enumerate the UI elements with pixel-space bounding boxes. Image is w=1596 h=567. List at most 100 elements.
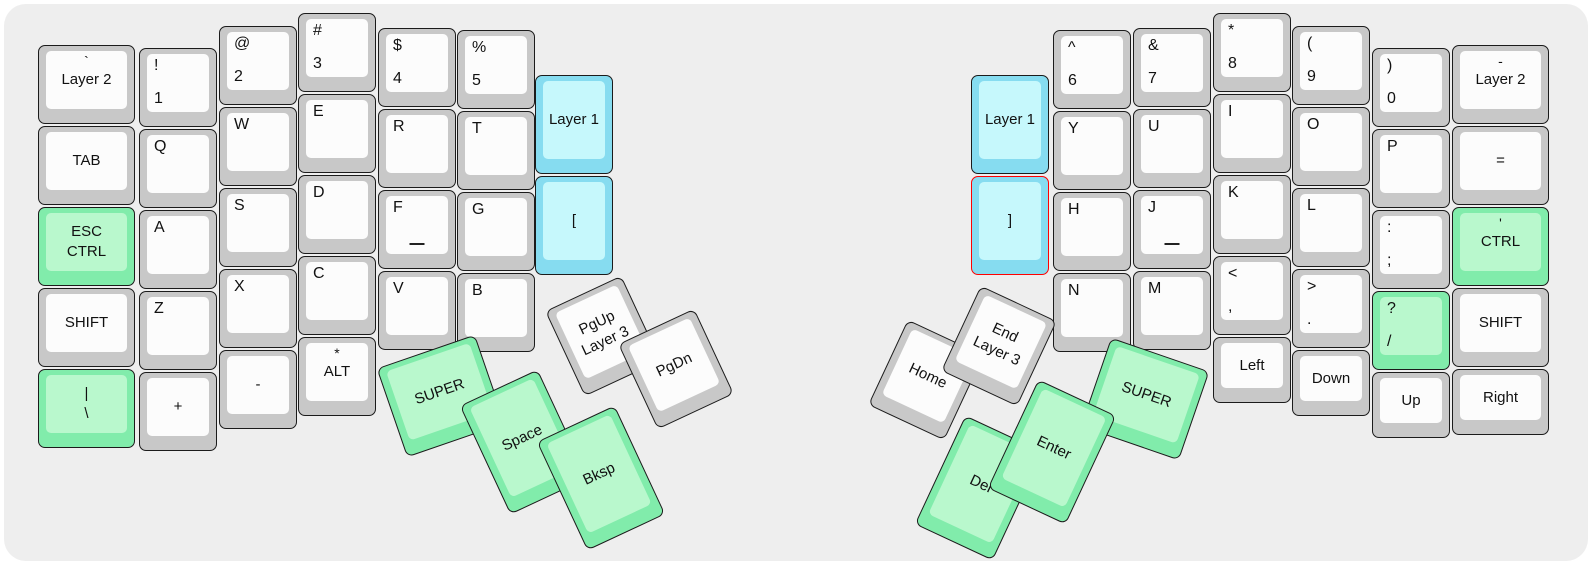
key-cap: P: [1380, 135, 1442, 193]
key-i[interactable]: I: [1213, 94, 1291, 173]
key-cap: Down: [1300, 356, 1362, 401]
key-r[interactable]: R: [378, 109, 456, 188]
key-f[interactable]: F: [378, 190, 456, 269]
key-up-arrow[interactable]: Up: [1372, 372, 1450, 438]
key-equals[interactable]: =: [1452, 126, 1549, 205]
key-shift-left[interactable]: SHIFT: [38, 288, 135, 367]
key-left-arrow[interactable]: Left: [1213, 337, 1291, 403]
key-p[interactable]: P: [1372, 129, 1450, 208]
key-quote-ctrl[interactable]: ' CTRL: [1452, 207, 1549, 286]
key-down-arrow[interactable]: Down: [1292, 350, 1370, 416]
key-o[interactable]: O: [1292, 107, 1370, 186]
key-shift-right[interactable]: SHIFT: [1452, 288, 1549, 367]
key-legend: E: [313, 103, 324, 120]
key-bracket-right[interactable]: ]: [971, 176, 1049, 275]
key-e[interactable]: E: [298, 94, 376, 173]
key-4[interactable]: $4: [378, 28, 456, 107]
key-cap: &7: [1141, 34, 1203, 92]
key-layer2-right[interactable]: -Layer 2: [1452, 45, 1549, 124]
key-legend: Q: [154, 138, 167, 155]
key-cap: O: [1300, 113, 1362, 171]
key-plus[interactable]: +: [139, 372, 217, 451]
key-legend: -: [1498, 53, 1503, 69]
key-k[interactable]: K: [1213, 175, 1291, 254]
key-cap: +: [147, 378, 209, 436]
key-7[interactable]: &7: [1133, 28, 1211, 107]
key-period[interactable]: >.: [1292, 269, 1370, 348]
key-cap: Z: [147, 297, 209, 355]
key-j[interactable]: J: [1133, 190, 1211, 269]
key-legend: 4: [393, 70, 402, 88]
key-1[interactable]: !1: [139, 48, 217, 127]
key-alt[interactable]: *ALT: [298, 337, 376, 416]
key-s[interactable]: S: [219, 188, 297, 267]
key-d[interactable]: D: [298, 175, 376, 254]
key-legend: Space: [499, 420, 545, 455]
key-u[interactable]: U: [1133, 109, 1211, 188]
key-w[interactable]: W: [219, 107, 297, 186]
key-x[interactable]: X: [219, 269, 297, 348]
key-cap: Y: [1061, 117, 1123, 175]
key-legend: Layer 1: [548, 111, 600, 129]
key-n[interactable]: N: [1053, 273, 1131, 352]
key-legend: ): [1387, 57, 1393, 74]
key-cap: >.: [1300, 275, 1362, 333]
key-legend: ]: [1007, 212, 1013, 230]
key-tab[interactable]: TAB: [38, 126, 135, 205]
key-legend: 2: [234, 68, 243, 86]
key-esc-ctrl[interactable]: ESC CTRL: [38, 207, 135, 286]
key-cap: R: [386, 115, 448, 173]
key-legend: SUPER: [1119, 377, 1174, 411]
key-c[interactable]: C: [298, 256, 376, 335]
key-slash[interactable]: ?/: [1372, 291, 1450, 370]
key-semicolon[interactable]: :;: [1372, 210, 1450, 289]
key-legend: ': [1499, 215, 1502, 231]
key-legend: 6: [1068, 72, 1077, 90]
key-legend: I: [1228, 103, 1233, 120]
key-comma[interactable]: <,: [1213, 256, 1291, 335]
key-legend: Up: [1401, 391, 1421, 409]
key-m[interactable]: M: [1133, 271, 1211, 350]
key-right-arrow[interactable]: Right: [1452, 369, 1549, 435]
key-legend: ?: [1387, 300, 1396, 317]
key-l[interactable]: L: [1292, 188, 1370, 267]
key-h[interactable]: H: [1053, 192, 1131, 271]
key-bracket-left[interactable]: [: [535, 176, 613, 275]
key-v[interactable]: V: [378, 271, 456, 350]
key-legend: CTRL: [1480, 233, 1521, 251]
key-2[interactable]: @2: [219, 26, 297, 105]
key-cap: !1: [147, 54, 209, 112]
key-q[interactable]: Q: [139, 129, 217, 208]
key-legend: K: [1228, 184, 1239, 201]
key-8[interactable]: *8: [1213, 13, 1291, 92]
key-cap: D: [306, 181, 368, 239]
key-cap: -: [227, 356, 289, 414]
key-9[interactable]: (9: [1292, 26, 1370, 105]
key-minus[interactable]: -: [219, 350, 297, 429]
key-5[interactable]: %5: [457, 30, 535, 109]
key-3[interactable]: #3: [298, 13, 376, 92]
key-cap: =: [1460, 132, 1541, 190]
key-pipe-backslash[interactable]: | \: [38, 369, 135, 448]
key-cap: <,: [1221, 262, 1283, 320]
key-legend: +: [173, 398, 183, 416]
key-cap: V: [386, 277, 448, 335]
key-cap: N: [1061, 279, 1123, 337]
key-z[interactable]: Z: [139, 291, 217, 370]
key-a[interactable]: A: [139, 210, 217, 289]
key-legend: [: [571, 212, 577, 230]
key-g[interactable]: G: [457, 192, 535, 271]
key-y[interactable]: Y: [1053, 111, 1131, 190]
key-legend: !: [154, 57, 159, 74]
key-legend: 5: [472, 72, 481, 90]
key-0[interactable]: )0: [1372, 48, 1450, 127]
key-layer1-right[interactable]: Layer 1: [971, 75, 1049, 174]
key-t[interactable]: T: [457, 111, 535, 190]
key-legend: H: [1068, 201, 1080, 218]
key-layer1-left[interactable]: Layer 1: [535, 75, 613, 174]
key-legend: P: [1387, 138, 1398, 155]
key-cap: [: [543, 182, 605, 260]
key-6[interactable]: ^6: [1053, 30, 1131, 109]
key-layer2-left[interactable]: `Layer 2: [38, 45, 135, 124]
